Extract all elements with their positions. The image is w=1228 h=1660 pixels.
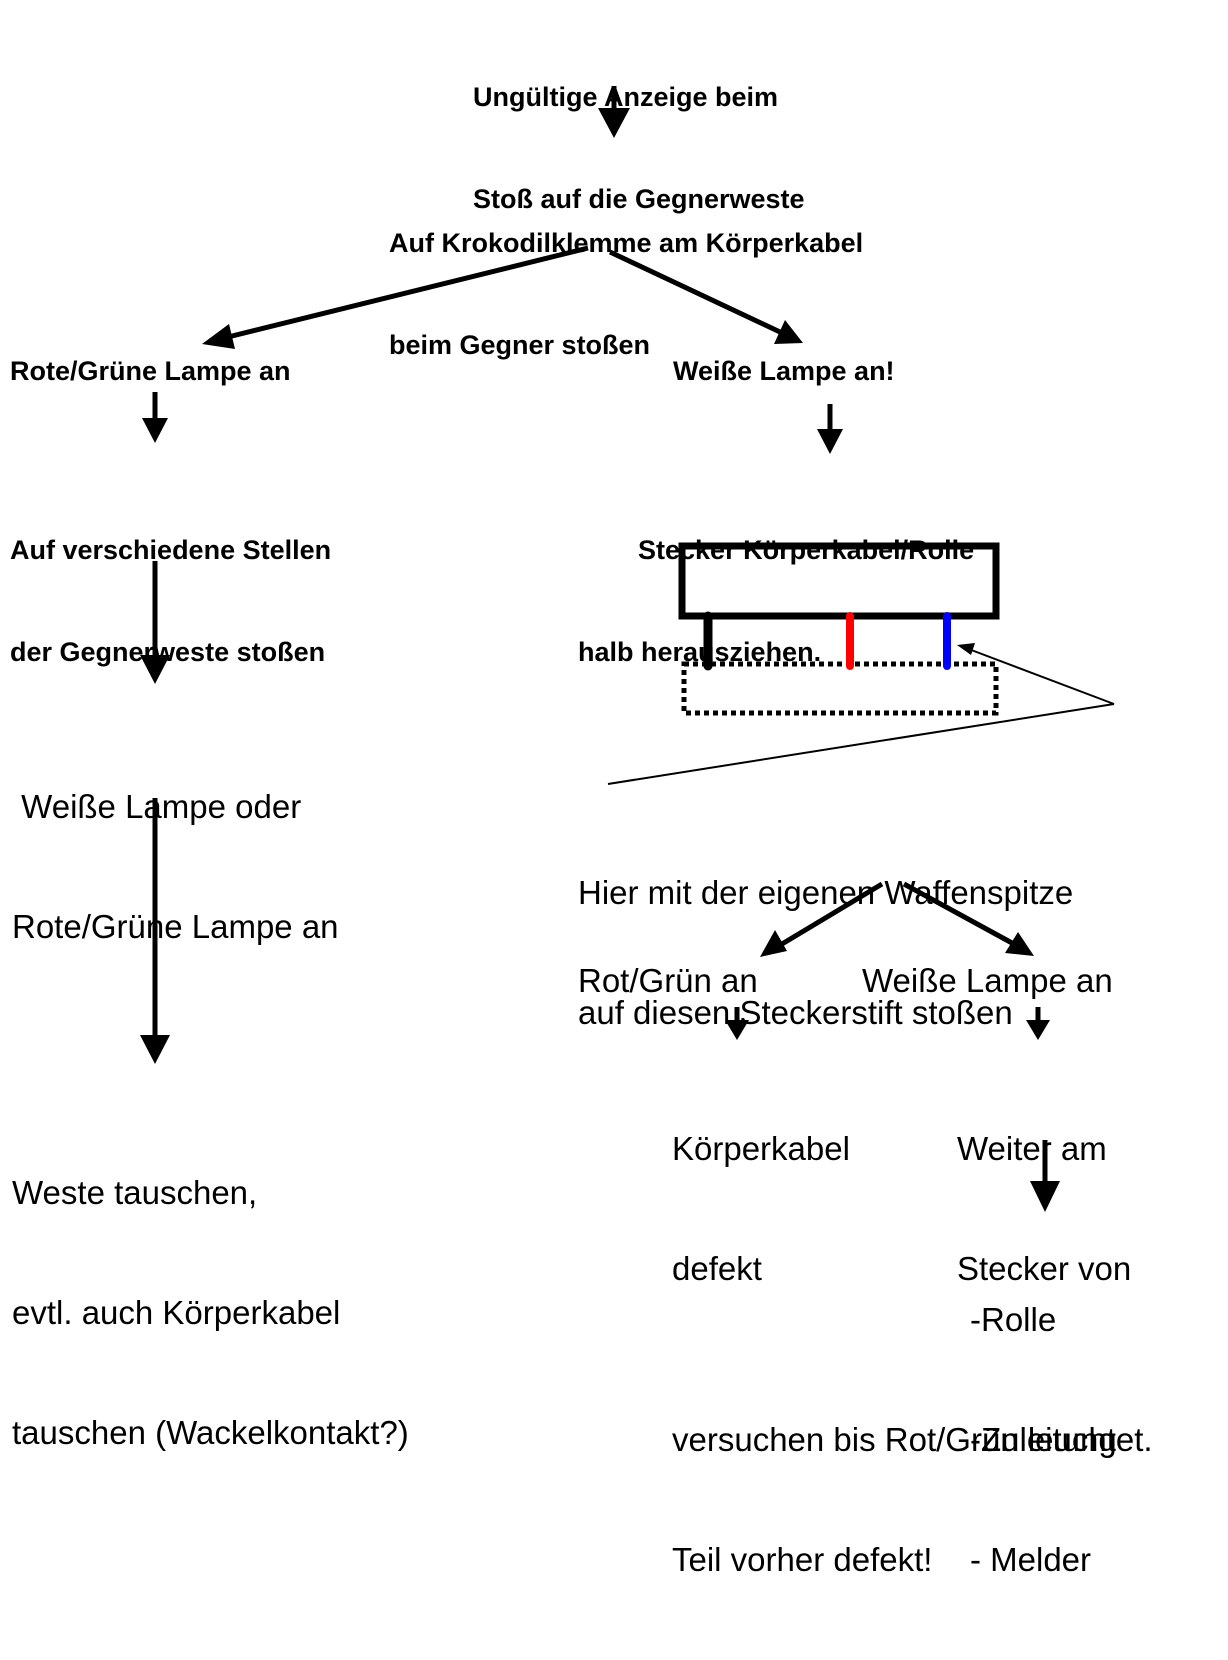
arrow-left-action-to-result xyxy=(140,561,170,684)
left-result-line-2: Rote/Grüne Lampe an xyxy=(12,908,339,945)
left-outcome-label: Rote/Grüne Lampe an xyxy=(10,356,291,386)
left-action-text: Auf verschiedene Stellen der Gegnerweste… xyxy=(10,465,331,737)
conclusion-line-1: versuchen bis Rot/Grün leuchtet. xyxy=(672,1421,1153,1458)
arrow-step1-to-right-outcome xyxy=(608,249,803,344)
branch-b-result-line-1: Weiter am xyxy=(957,1130,1107,1167)
left-remedy-text: Weste tauschen, evtl. auch Körperkabel t… xyxy=(12,1093,409,1533)
right-action-line-1: Stecker Körperkabel/Rolle xyxy=(578,535,975,565)
arrow-title-to-step1 xyxy=(598,86,630,138)
branch-a-result-line-2: defekt xyxy=(672,1250,762,1287)
arrow-step1-to-left-outcome xyxy=(202,245,589,349)
flowchart-title: Ungültige Anzeige beim Stoß auf die Gegn… xyxy=(473,12,805,284)
right-instruction-line-1: Hier mit der eigenen Waffenspitze xyxy=(578,874,1074,911)
branch-b-label: Weiße Lampe an xyxy=(862,962,1113,999)
step1-line-2: beim Gegner stoßen xyxy=(389,330,651,360)
right-outcome-label: Weiße Lampe an! xyxy=(673,356,895,386)
left-remedy-line-1: Weste tauschen, xyxy=(12,1174,258,1211)
left-action-line-2: der Gegnerweste stoßen xyxy=(10,637,326,667)
step1-line-1: Auf Krokodilklemme am Körperkabel xyxy=(389,228,864,258)
title-line-1: Ungültige Anzeige beim xyxy=(473,82,779,112)
branch-b-result: Weiter am Stecker von xyxy=(957,1049,1131,1369)
branch-b-item-1: -Rolle xyxy=(970,1301,1057,1338)
arrow-instruction-to-branch-a xyxy=(760,881,884,957)
title-line-2: Stoß auf die Gegnerweste xyxy=(473,184,805,214)
arrow-left-outcome-to-action xyxy=(142,392,168,443)
plug-body xyxy=(678,542,1000,620)
left-result-line-1: Weiße Lampe oder xyxy=(12,788,302,825)
arrow-branch-b-result-to-items xyxy=(1030,1140,1060,1212)
branch-b-result-line-2: Stecker von xyxy=(957,1250,1132,1287)
arrow-branch-b-to-result xyxy=(1026,1007,1050,1040)
right-action-line-2: halb herausziehen. xyxy=(578,637,822,667)
flowchart-connectors xyxy=(140,86,1115,1212)
plug-diagram xyxy=(678,542,1000,716)
step-strike-clip: Auf Krokodilklemme am Körperkabel beim G… xyxy=(389,158,863,430)
right-instruction-text: Hier mit der eigenen Waffenspitze auf di… xyxy=(578,793,1073,1113)
pointer-to-pin xyxy=(607,643,1115,785)
left-remedy-line-3: tauschen (Wackelkontakt?) xyxy=(12,1414,409,1451)
left-action-line-1: Auf verschiedene Stellen xyxy=(10,535,332,565)
branch-a-result-line-1: Körperkabel xyxy=(672,1130,850,1167)
left-remedy-line-2: evtl. auch Körperkabel xyxy=(12,1294,341,1331)
arrow-instruction-to-branch-b xyxy=(902,881,1034,956)
right-action-text: Stecker Körperkabel/Rolle halb herauszie… xyxy=(578,465,974,737)
troubleshooting-flowchart: Ungültige Anzeige beim Stoß auf die Gegn… xyxy=(10,12,1153,1578)
branch-a-label: Rot/Grün an xyxy=(578,962,758,999)
right-conclusion-text: versuchen bis Rot/Grün leuchtet. Teil vo… xyxy=(672,1340,1153,1660)
right-instruction-line-2: auf diesen Steckerstift stoßen xyxy=(578,994,1013,1031)
left-result-text: Weiße Lampe oder Rote/Grüne Lampe an xyxy=(12,707,339,1027)
arrow-branch-a-to-result xyxy=(725,1007,749,1040)
conclusion-line-2: Teil vorher defekt! xyxy=(672,1541,933,1578)
arrow-left-result-to-remedy xyxy=(140,798,170,1064)
arrow-right-outcome-to-action xyxy=(817,404,843,454)
plug-socket-outline xyxy=(681,661,999,716)
branch-a-result: Körperkabel defekt xyxy=(672,1049,850,1369)
